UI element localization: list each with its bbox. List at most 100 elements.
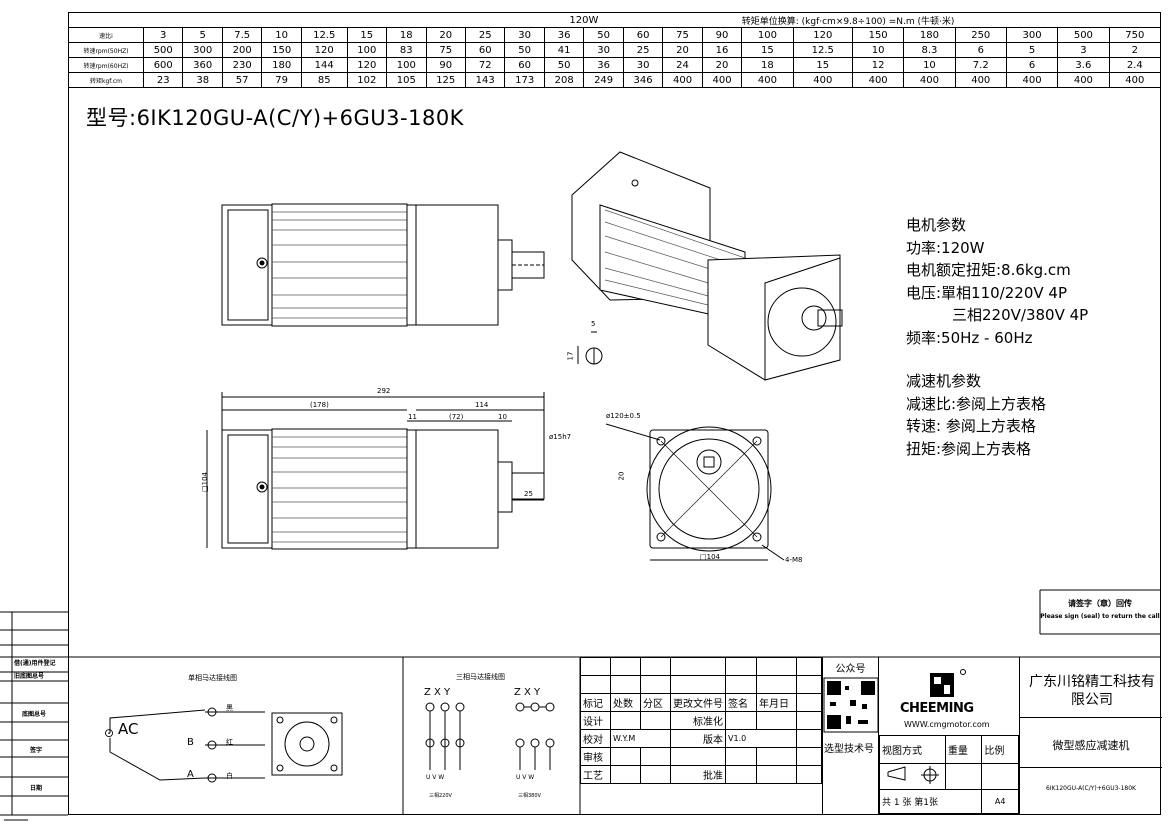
dim-11: 11 (408, 413, 417, 421)
tb-banben: 版本 (670, 729, 726, 748)
spec-cell: 57 (221, 72, 263, 88)
motor-torque: 电机额定扭矩:8.6kg.cm (906, 261, 1071, 279)
dim-shaft-dia: ø15h7 (549, 433, 572, 441)
tb-weight: 重量 (944, 735, 983, 764)
uvw-380: U V W (516, 774, 535, 781)
spec-cell: 79 (261, 72, 302, 88)
wire-black: 黑 (226, 704, 233, 712)
dim-key5: 5 (591, 320, 596, 328)
terminal-b: B (187, 737, 194, 748)
company-block: 广东川铭精工科技有限公司 微型感应减速机 6IK120GU-A(C/Y)+6GU… (1019, 657, 1162, 815)
three-phase-title: 三相马达接线图 (456, 673, 505, 681)
dim-pcd: ø120±0.5 (606, 412, 641, 420)
gear-ratio: 减速比:参阅上方表格 (906, 394, 1047, 413)
motor-freq: 频率:50Hz - 60Hz (906, 328, 1033, 347)
qr-code-icon (823, 677, 879, 733)
tb-fenqu: 分区 (640, 693, 671, 712)
model-small: 6IK120GU-A(C/Y)+6GU3-180K (1046, 785, 1136, 792)
sig-line1: 请签字（章）回传 (1068, 599, 1132, 608)
spec-cell: 173 (504, 72, 545, 88)
tb-chushu: 处数 (610, 693, 641, 712)
left-bar-label: 旧底图总号 (14, 673, 45, 680)
motor-params-title: 电机参数 (906, 216, 967, 234)
zxy-220: Z X Y (424, 687, 451, 698)
spec-cell: 208 (543, 72, 585, 88)
spec-cell: 85 (300, 72, 348, 88)
dim-10: 10 (498, 413, 507, 421)
spec-cell: 400 (792, 72, 853, 88)
website: WWW.cmgmotor.com (904, 720, 990, 729)
dim-shaft-len: 25 (524, 490, 533, 498)
tb-gzh: 公众号 (835, 664, 866, 675)
wire-red: 红 (226, 738, 233, 746)
dim-holes: 4-M8 (785, 556, 803, 564)
motor-voltage1: 电压:單相110/220V 4P (906, 283, 1067, 302)
terminal-a: A (187, 769, 194, 780)
uvw-220: U V W (426, 774, 445, 781)
company-name: 广东川铭精工科技有限公司 (1029, 674, 1155, 708)
spec-cell: 249 (583, 72, 624, 88)
left-bar-label: 日期 (30, 785, 43, 792)
left-bar-label: 借(通)用件登记 (14, 660, 56, 667)
tb-biaozhunhua: 标准化 (670, 711, 726, 730)
view-table: 视图方式 重量 比例 共 1 张 第1张 A4 (878, 735, 1019, 814)
tb-scale: 比例 (981, 735, 1019, 764)
tb-xuanxing: 选型技术号 (824, 744, 874, 755)
product-name: 微型感应减速机 (1052, 739, 1130, 752)
spec-cell: 143 (464, 72, 506, 88)
revision-table: 标记 处数 分区 更改文件号 签名 年月日 设计 标准化 校对 W.Y.M 版本… (580, 657, 822, 784)
spec-cell: 400 (701, 72, 743, 88)
spec-cell: 400 (851, 72, 905, 88)
tb-genggai: 更改文件号 (670, 693, 726, 712)
sig-line2: Please sign (seal) to return the call (1040, 613, 1160, 620)
model-title: 型号:6IK120GU-A(C/Y)+6GU3-180K (86, 106, 464, 130)
tb-biaoji: 标记 (580, 693, 611, 712)
spec-cell: 400 (1108, 72, 1162, 88)
motor-params: 电机参数 功率:120W 电机额定扭矩:8.6kg.cm 电压:單相110/22… (906, 214, 1088, 460)
dim-square-bottom: □104 (700, 553, 720, 561)
tb-version: V1.0 (725, 729, 797, 748)
tb-viewmode: 视图方式 (879, 735, 946, 764)
label-380v: 三相380V (518, 793, 541, 799)
spec-table: 120W 转矩单位换算: (kgf·cm×9.8÷100) =N.m (牛顿·米… (68, 12, 1162, 88)
gear-params-title: 减速机参数 (906, 372, 982, 390)
left-bar-label: 底图总号 (22, 711, 47, 718)
company-logo-icon (930, 669, 966, 697)
ac-source-icon: ⊙ (104, 726, 115, 740)
tb-qianming: 签名 (725, 693, 757, 712)
projection-icon (879, 763, 946, 790)
tb-wym: W.Y.M (610, 729, 671, 748)
zxy-380: Z X Y (514, 687, 541, 698)
motor-voltage2: 三相220V/380V 4P (952, 306, 1089, 324)
row-label: 转矩kgf.cm (68, 72, 144, 88)
brand-name: CHEEMING (900, 701, 974, 716)
dim-72: (72) (449, 413, 464, 421)
gear-speed: 转速: 参阅上方表格 (906, 417, 1036, 435)
motor-power: 功率:120W (906, 238, 985, 257)
tb-pizhun: 批准 (670, 765, 726, 784)
dim-20: 20 (617, 471, 626, 481)
single-phase-title: 单相马达接线图 (188, 674, 237, 682)
wire-white: 白 (226, 772, 233, 780)
label-220v: 三相220V (429, 793, 452, 799)
tb-gongyi: 工艺 (580, 765, 611, 784)
tb-jiaodui: 校对 (580, 729, 611, 748)
spec-cell: 400 (954, 72, 1007, 88)
dim-key17: 17 (566, 351, 575, 361)
dim-total: 292 (377, 387, 391, 395)
tb-shenhe: 审核 (580, 747, 611, 766)
tb-sheji: 设计 (580, 711, 611, 730)
spec-cell: 400 (1005, 72, 1059, 88)
spec-cell: 400 (741, 72, 794, 88)
dim-motor: (178) (310, 401, 329, 409)
gear-torque: 扭矩:参阅上方表格 (906, 439, 1032, 458)
qr-column: 公众号 选型技术号 (822, 657, 879, 815)
tb-nianyueri: 年月日 (756, 693, 797, 712)
tb-sheets: 共 1 张 第1张 (878, 789, 983, 814)
left-bar-label: 签字 (30, 747, 43, 754)
dim-square: □104 (200, 472, 209, 492)
tb-a4: A4 (981, 789, 1019, 814)
